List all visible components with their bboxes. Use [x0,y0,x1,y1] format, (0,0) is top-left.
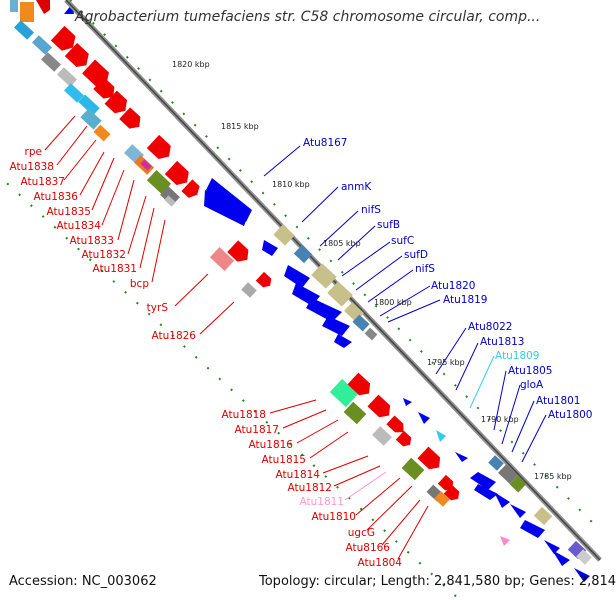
gene-label: sufD [404,249,428,261]
gene-label: Atu8167 [303,137,348,149]
gene-label: Atu1811 [300,496,345,508]
right-leader-lines [263,145,547,463]
gene-label: ugcG [348,527,375,539]
gene-label: Atu1800 [548,409,593,421]
gene-label: Atu1820 [431,280,476,292]
right-gene-labels: Atu8167 anmK nifS sufB sufC sufD nifS At… [303,137,593,421]
gene-label: Atu1819 [443,294,488,306]
genome-map: 1820 kbp 1815 kbp 1810 kbp 1805 kbp 1800… [0,0,602,600]
kbp-tick: 1800 kbp [374,298,412,307]
gene-label: sufB [377,219,400,231]
gene-label: Atu1805 [508,365,553,377]
gene-label: Atu1809 [495,350,540,362]
gene-label: Atu1817 [235,424,280,436]
gene-boxes-mid [273,224,592,565]
gene-label: rpe [25,146,42,158]
kbp-tick: 1805 kbp [323,239,361,248]
reverse-gene-arrows [204,178,590,582]
kbp-tick: 1790 kbp [481,415,519,424]
gene-label: Atu1810 [312,511,357,523]
kbp-tick: 1815 kbp [221,122,259,131]
gene-label: Atu1814 [276,469,321,481]
gene-label: Atu1826 [152,330,197,342]
gene-box-pink [209,247,235,271]
gene-label: anmK [341,181,372,193]
gene-label: Atu1804 [358,557,403,569]
light-blue-arrow [436,430,446,442]
gene-label: nifS [415,263,435,275]
gene-label: Atu1836 [34,191,79,203]
gene-label: Atu1815 [262,454,307,466]
corner-orange-icon [10,0,50,22]
map-title: Agrobacterium tumefaciens str. C58 chrom… [75,9,541,25]
accession-text: Accession: NC_003062 [9,574,157,589]
inner-guide-line [0,175,461,600]
left-gene-labels: rpe Atu1838 Atu1837 Atu1836 Atu1835 Atu1… [10,146,403,569]
gene-label: Atu1832 [82,249,127,261]
kbp-tick: 1820 kbp [172,60,210,69]
kbp-tick: 1785 kbp [534,472,572,481]
forward-gene-arrows-upper [50,25,272,288]
gene-box-grey [241,282,257,298]
pink-arrow [500,536,510,546]
leader-line-atu1809 [469,355,495,409]
left-leader-lines [44,115,429,560]
gene-label: Atu1837 [21,176,66,188]
gene-label: Atu1813 [480,336,525,348]
gene-label: Atu1835 [47,206,92,218]
forward-gene-arrows-lower [347,372,460,501]
gene-label: Atu1831 [93,263,138,275]
gene-label: Atu8166 [346,542,391,554]
gene-label: tyrS [147,302,169,314]
gene-label: Atu1812 [288,482,333,494]
gene-label: Atu1801 [536,395,581,407]
gene-label: Atu8022 [468,321,513,333]
gene-label: Atu1833 [70,235,115,247]
gene-label: Atu1816 [249,439,294,451]
gene-boxes-upper [14,20,180,207]
leader-line-atu1811 [344,471,387,501]
gene-label: Atu1838 [10,161,55,173]
gene-boxes-lower [329,378,450,507]
outer-guide-line [69,0,601,531]
kbp-ticks: 1820 kbp 1815 kbp 1810 kbp 1805 kbp 1800… [172,60,572,481]
kbp-tick: 1810 kbp [272,180,310,189]
gene-label: sufC [391,235,414,247]
kbp-tick: 1795 kbp [427,358,465,367]
gene-label: bcp [130,278,149,290]
summary-text: Topology: circular; Length: 2,841,580 bp… [259,574,616,589]
gene-label: nifS [361,204,381,216]
gene-label: gloA [520,379,544,391]
gene-label: Atu1818 [222,409,267,421]
gene-label: Atu1834 [57,220,102,232]
